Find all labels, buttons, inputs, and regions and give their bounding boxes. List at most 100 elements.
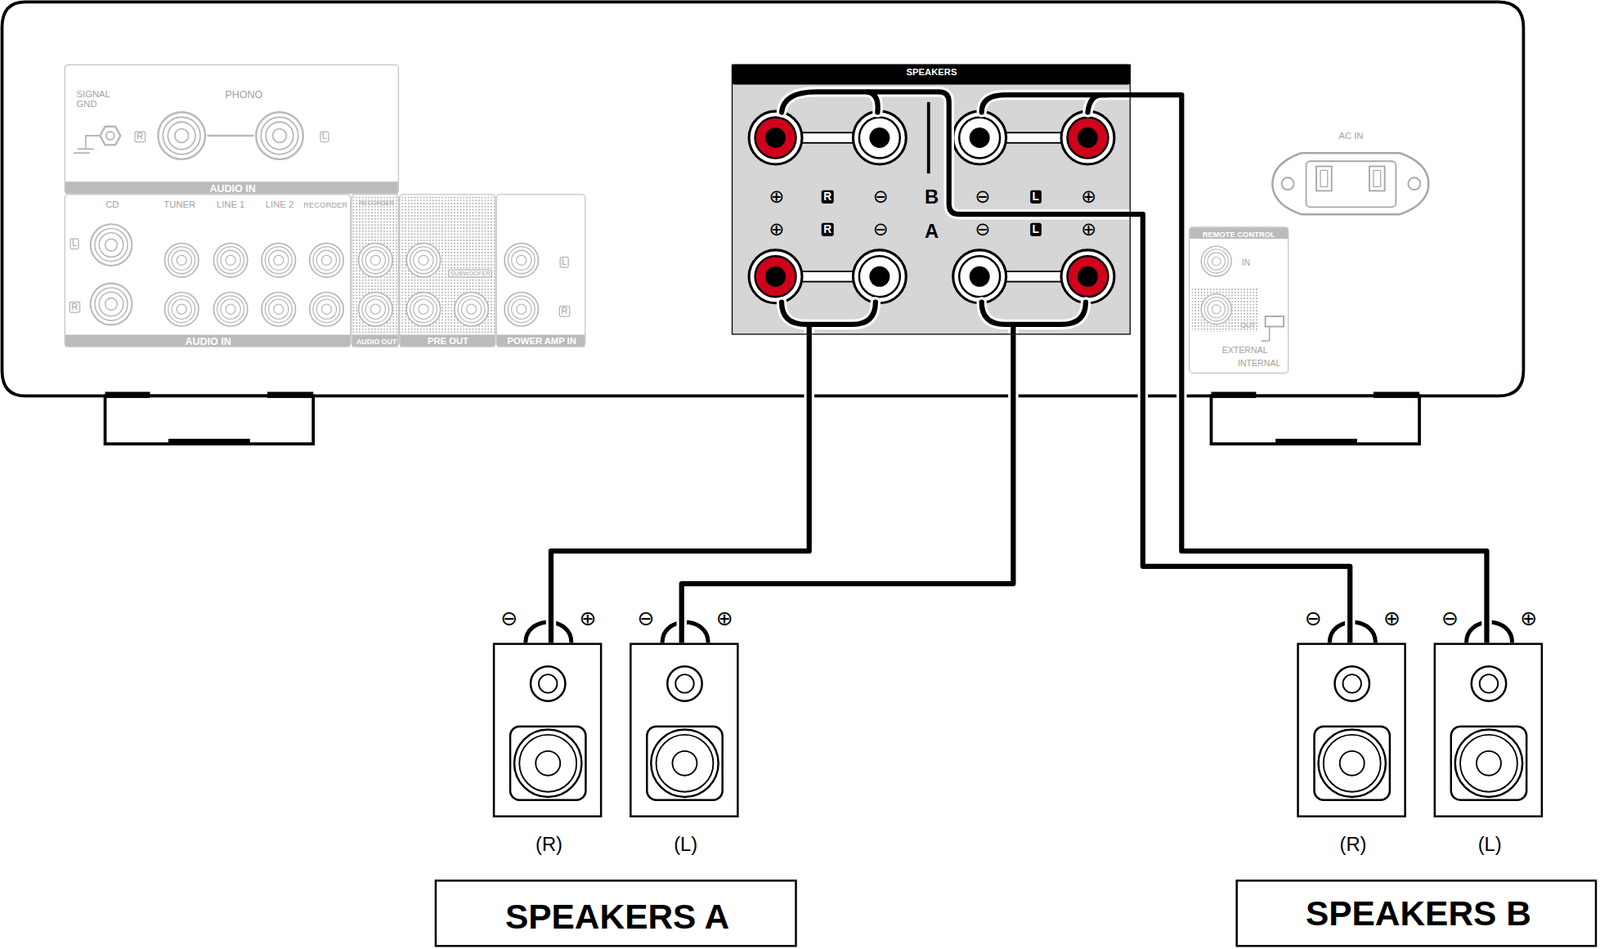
ac-inlet-part	[1320, 170, 1328, 187]
terminal-wiring-part-part	[867, 91, 879, 113]
group-caption: SPEAKERS B	[1305, 896, 1532, 931]
polarity-symbol: ⊕	[768, 220, 785, 239]
polarity-symbol: ⊖	[873, 188, 889, 207]
terminal-wiring-part	[781, 91, 1131, 335]
speakers-part	[1314, 622, 1390, 801]
input-panel-part	[399, 196, 495, 336]
speaker-cable	[1130, 214, 1350, 643]
input-panel-part	[73, 135, 100, 153]
input-panel-part	[213, 292, 247, 327]
inlet-label: AC IN	[1338, 132, 1363, 142]
speaker-terminal-panel-part	[927, 102, 931, 174]
speaker-terminal-panel-part	[1061, 111, 1115, 165]
input-panel-part	[352, 196, 399, 336]
remote-control-panel-part	[1201, 294, 1232, 325]
chassis	[1, 1, 1524, 444]
channel-label: L	[69, 237, 79, 250]
ac-inlet-part	[1407, 177, 1421, 190]
input-panel-part	[309, 243, 344, 278]
speakers	[510, 622, 1527, 801]
speaker-terminal-panel-part	[748, 111, 803, 165]
terminal-wiring-part-part	[781, 91, 1131, 215]
polarity-symbol: ⊕	[1519, 608, 1538, 629]
power-amp-input-group: POWER AMP IN L R	[496, 193, 587, 347]
chassis-part	[105, 395, 314, 444]
ac-inlet	[1272, 152, 1429, 215]
input-panel-part	[406, 292, 440, 327]
speaker-terminal-panel	[731, 64, 1131, 336]
polarity-symbol: ⊖	[637, 608, 655, 629]
terminal-wiring-part-part	[781, 302, 876, 336]
audio-input-group: CDTUNERLINE 1LINE 2RECORDERLRAUDIO IN	[64, 193, 352, 347]
input-panel-part	[164, 292, 198, 327]
terminal-wiring-part-part	[1087, 94, 1130, 113]
speaker-terminal-panel-part	[731, 64, 1131, 336]
group-caption-box: SPEAKERS A	[434, 879, 798, 947]
jack-label: SUBWOOFER	[448, 269, 493, 278]
system-label: A	[924, 222, 939, 243]
polarity-symbol: ⊕	[1080, 220, 1097, 239]
channel-label: (L)	[673, 834, 698, 855]
speaker-cable	[681, 334, 1014, 643]
remote-control-panel-part	[1192, 287, 1260, 332]
chassis-part	[1373, 391, 1420, 398]
panel-label: PHONO	[224, 89, 263, 100]
input-panel-part	[65, 334, 350, 347]
terminal-wiring-part-part	[981, 94, 1108, 113]
group-label: AUDIO IN	[185, 336, 232, 347]
ac-inlet-part	[1369, 165, 1385, 191]
panel-label: SIGNAL GND	[76, 89, 122, 111]
cable-line	[681, 334, 1014, 643]
speaker: ⊖⊕(R)	[492, 642, 603, 817]
input-panel	[65, 112, 585, 347]
remote-control-panel-part	[1201, 246, 1232, 277]
terminal-wiring-part-part	[981, 302, 1086, 336]
cable-halo	[1130, 94, 1488, 643]
speakers-part	[1451, 622, 1527, 801]
jack-label: RECORDER	[358, 200, 395, 207]
input-panel-part	[454, 292, 489, 327]
jack-label: OUT	[1240, 322, 1255, 330]
polarity-symbol: ⊖	[974, 188, 991, 207]
input-panel-part	[352, 334, 399, 347]
group-label: POWER AMP IN	[507, 337, 577, 347]
channel-label: R	[134, 130, 145, 143]
remote-control-panel-part	[1261, 326, 1270, 341]
speaker-terminal-panel-part	[731, 64, 1131, 86]
channel-label: R	[821, 223, 834, 237]
jack-label: RECORDER	[303, 201, 348, 209]
input-panel-part	[65, 181, 399, 194]
chassis-part	[1210, 391, 1256, 398]
speaker: ⊖⊕(L)	[1434, 642, 1544, 817]
channel-label: L	[560, 256, 570, 269]
input-panel-part	[213, 243, 247, 278]
switch-label: EXTERNAL	[1222, 345, 1269, 355]
cable-halo	[681, 334, 1014, 643]
remote-control-group: REMOTE CONTROLINOUTEXTERNALINTERNAL	[1188, 226, 1289, 374]
chassis-part	[105, 391, 151, 398]
remote-control-panel-part	[1265, 316, 1284, 327]
group-caption-box: SPEAKERS B	[1235, 879, 1597, 947]
terminal-wiring-part	[781, 91, 1131, 335]
group-label: AUDIO OUT	[356, 338, 397, 346]
cable-line	[1130, 214, 1350, 643]
jack-label: CD	[105, 200, 119, 210]
channel-label: R	[559, 305, 570, 318]
terminal-wiring	[781, 91, 1131, 335]
input-panel-part	[497, 334, 585, 347]
chassis-part	[1, 1, 1524, 396]
pre-output-group: SUBWOOFERPRE OUT	[398, 193, 497, 347]
jack-label: TUNER	[163, 200, 196, 210]
chassis-part	[168, 439, 251, 444]
speaker-terminal-panel: SPEAKERS⊕R⊖B⊖L⊕⊕R⊖A⊖L⊕	[731, 64, 1131, 336]
input-panel-part	[309, 292, 344, 327]
speakers-part	[646, 622, 722, 801]
input-panel-part	[90, 283, 133, 326]
terminal-wiring-part-part	[781, 302, 876, 336]
remote-control-panel-part	[1189, 227, 1288, 239]
terminal-wiring-part-part	[867, 91, 879, 113]
recorder-output-group: RECORDER AUDIO OUT	[350, 193, 399, 347]
